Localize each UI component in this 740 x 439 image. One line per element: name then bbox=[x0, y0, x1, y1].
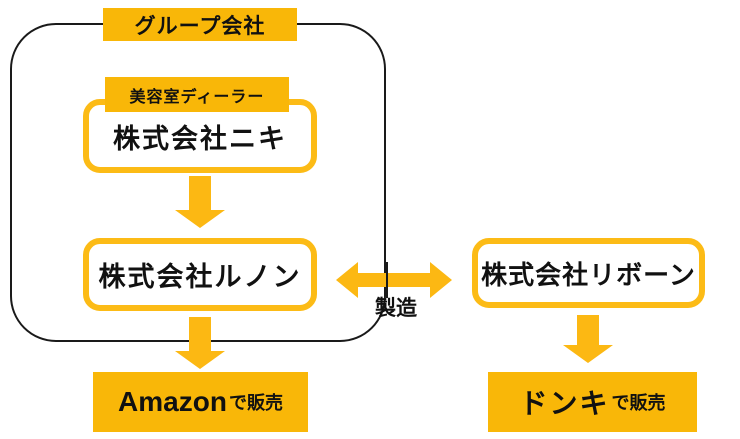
amazon-sales-suffix: で販売 bbox=[228, 393, 283, 413]
node-company-runon: 株式会社ルノン bbox=[83, 238, 317, 311]
node-company-reborn: 株式会社リボーン bbox=[472, 238, 705, 308]
down-arrow-icon bbox=[175, 317, 225, 369]
double-arrow-icon bbox=[336, 262, 452, 298]
down-arrow-icon bbox=[175, 176, 225, 228]
amazon-sales-banner: Amazon で販売 bbox=[93, 372, 308, 432]
manufacture-label: 製造 bbox=[375, 297, 417, 320]
down-arrow-icon bbox=[563, 315, 613, 363]
donki-sales-suffix: で販売 bbox=[611, 393, 666, 413]
group-boundary-segment bbox=[386, 262, 388, 298]
group-company-label: グループ会社 bbox=[103, 8, 297, 41]
amazon-sales-channel: Amazon bbox=[118, 386, 227, 417]
dealer-tag-label: 美容室ディーラー bbox=[105, 77, 289, 112]
donki-sales-channel: ドンキ bbox=[519, 388, 610, 419]
donki-sales-banner: ドンキ で販売 bbox=[488, 372, 697, 432]
